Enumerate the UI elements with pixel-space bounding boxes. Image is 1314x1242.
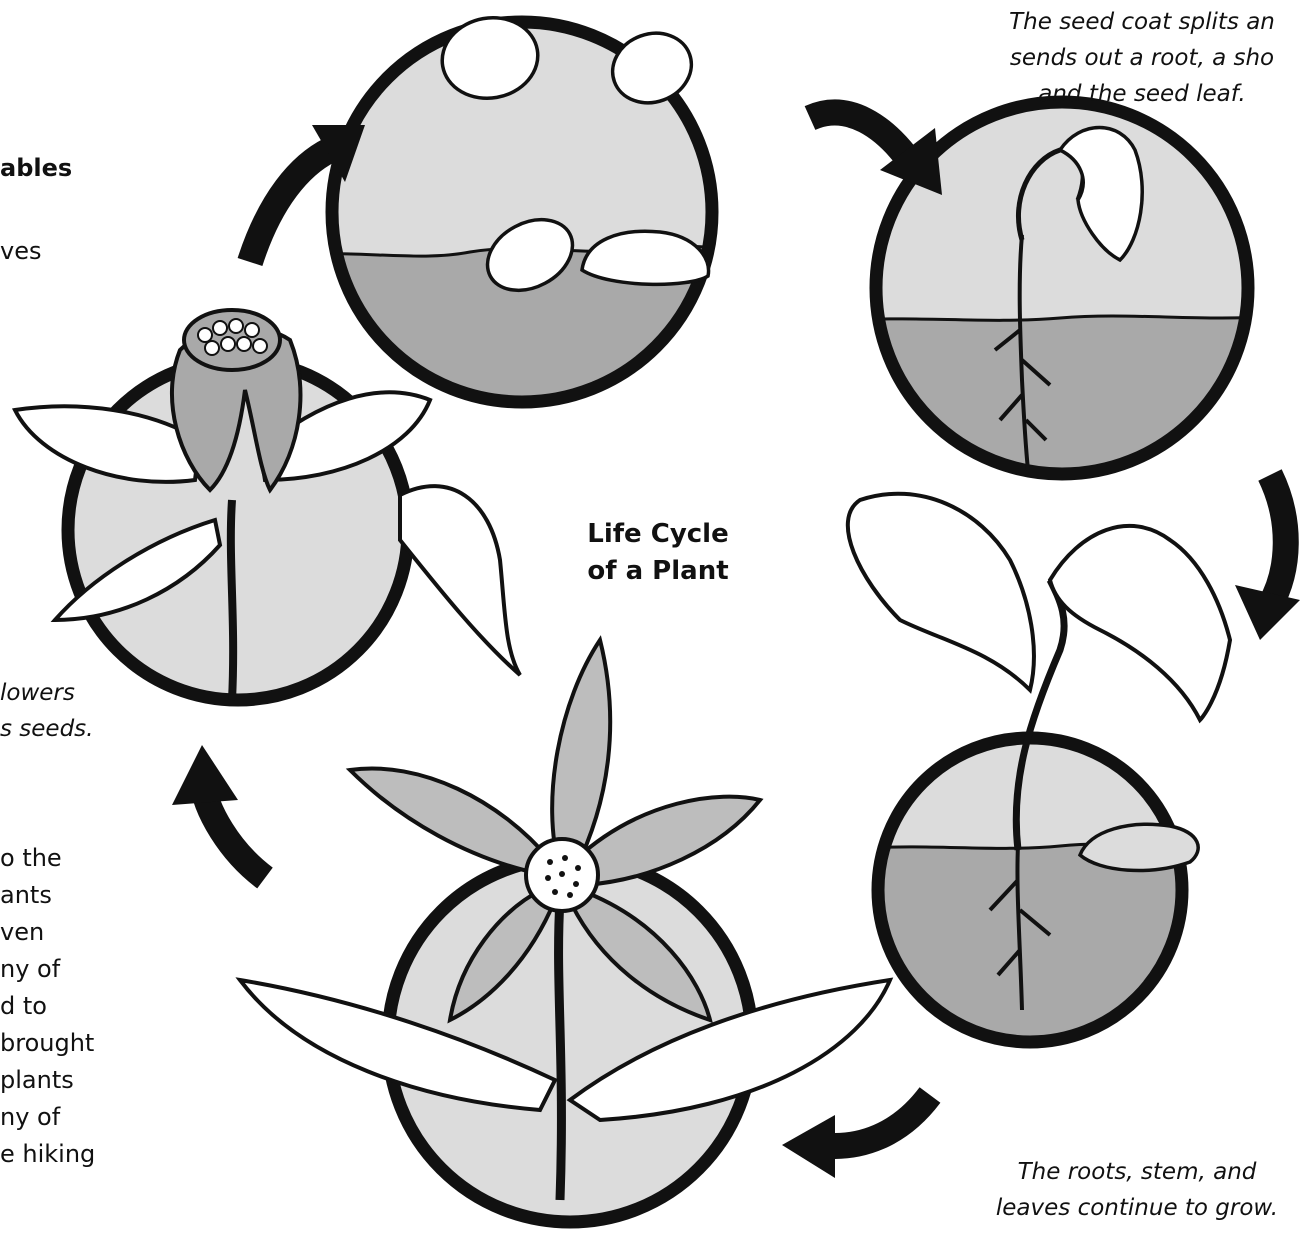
diagram-title-line-1: Life Cycle: [548, 516, 768, 553]
seed-head-stem: [231, 500, 233, 700]
flower-caption-line-1: lowers: [0, 675, 75, 711]
arrow-flower-to-seed-head: [172, 745, 265, 878]
sprout-caption-line-1: The seed coat splits an: [962, 4, 1314, 40]
seed-head-leaf-droop: [400, 486, 520, 675]
flower-caption-line-2: s seeds.: [0, 711, 93, 747]
seedling-leaf-left: [848, 494, 1034, 690]
arrow-sprout-to-seedling: [1235, 475, 1300, 640]
seedling-leaf-right: [1050, 526, 1230, 720]
left-line-fragment: ves: [0, 233, 41, 270]
growth-caption-line-2: leaves continue to grow.: [960, 1190, 1314, 1226]
body-fragment: d to: [0, 988, 47, 1025]
body-fragment: brought: [0, 1025, 94, 1062]
sprout-caption-line-3: and the seed leaf.: [962, 76, 1314, 112]
flower-stem: [559, 900, 562, 1200]
left-heading-fragment: ables: [0, 150, 72, 187]
arrow-seedling-to-flower: [782, 1095, 930, 1178]
growth-caption-line-1: The roots, stem, and: [960, 1154, 1314, 1190]
body-fragment: ven: [0, 914, 44, 951]
arrow-seeds-to-sprout: [810, 113, 942, 195]
diagram-title-line-2: of a Plant: [548, 553, 768, 590]
body-fragment: ny of: [0, 1099, 60, 1136]
sprout-caption-line-2: sends out a root, a sho: [962, 40, 1314, 76]
body-fragment: o the: [0, 840, 62, 877]
stage-seeds: [300, 0, 750, 420]
body-fragment: ny of: [0, 951, 60, 988]
stage-seedling: [848, 494, 1230, 1050]
body-fragment: plants: [0, 1062, 74, 1099]
body-fragment: ants: [0, 877, 52, 914]
body-fragment: e hiking: [0, 1136, 95, 1173]
stage-flowering-plant: [240, 640, 890, 1242]
